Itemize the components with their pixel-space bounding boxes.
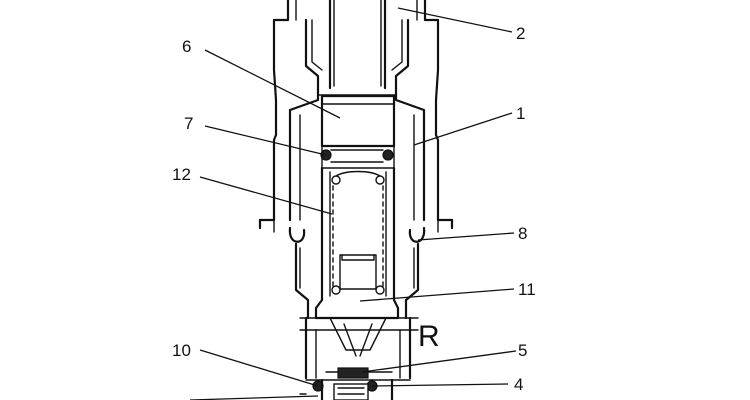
lower-housing	[288, 226, 426, 380]
label-8: 8	[518, 224, 527, 243]
upper-housing	[258, 0, 454, 233]
leader-lines	[189, 7, 517, 400]
label-12: 12	[172, 165, 191, 184]
part-labels: 2 6 1 7 12 8 11 5 10 4 R	[172, 24, 536, 394]
label-10: 10	[172, 341, 191, 360]
label-2: 2	[516, 24, 525, 43]
label-7: 7	[184, 114, 193, 133]
annotation-r: R	[418, 320, 440, 353]
label-6: 6	[182, 37, 191, 56]
label-1: 1	[516, 104, 525, 123]
piston-assembly	[320, 94, 396, 169]
label-11: 11	[518, 280, 536, 299]
spring-cage	[320, 166, 396, 302]
label-4: 4	[514, 375, 523, 394]
label-5: 5	[518, 341, 527, 360]
